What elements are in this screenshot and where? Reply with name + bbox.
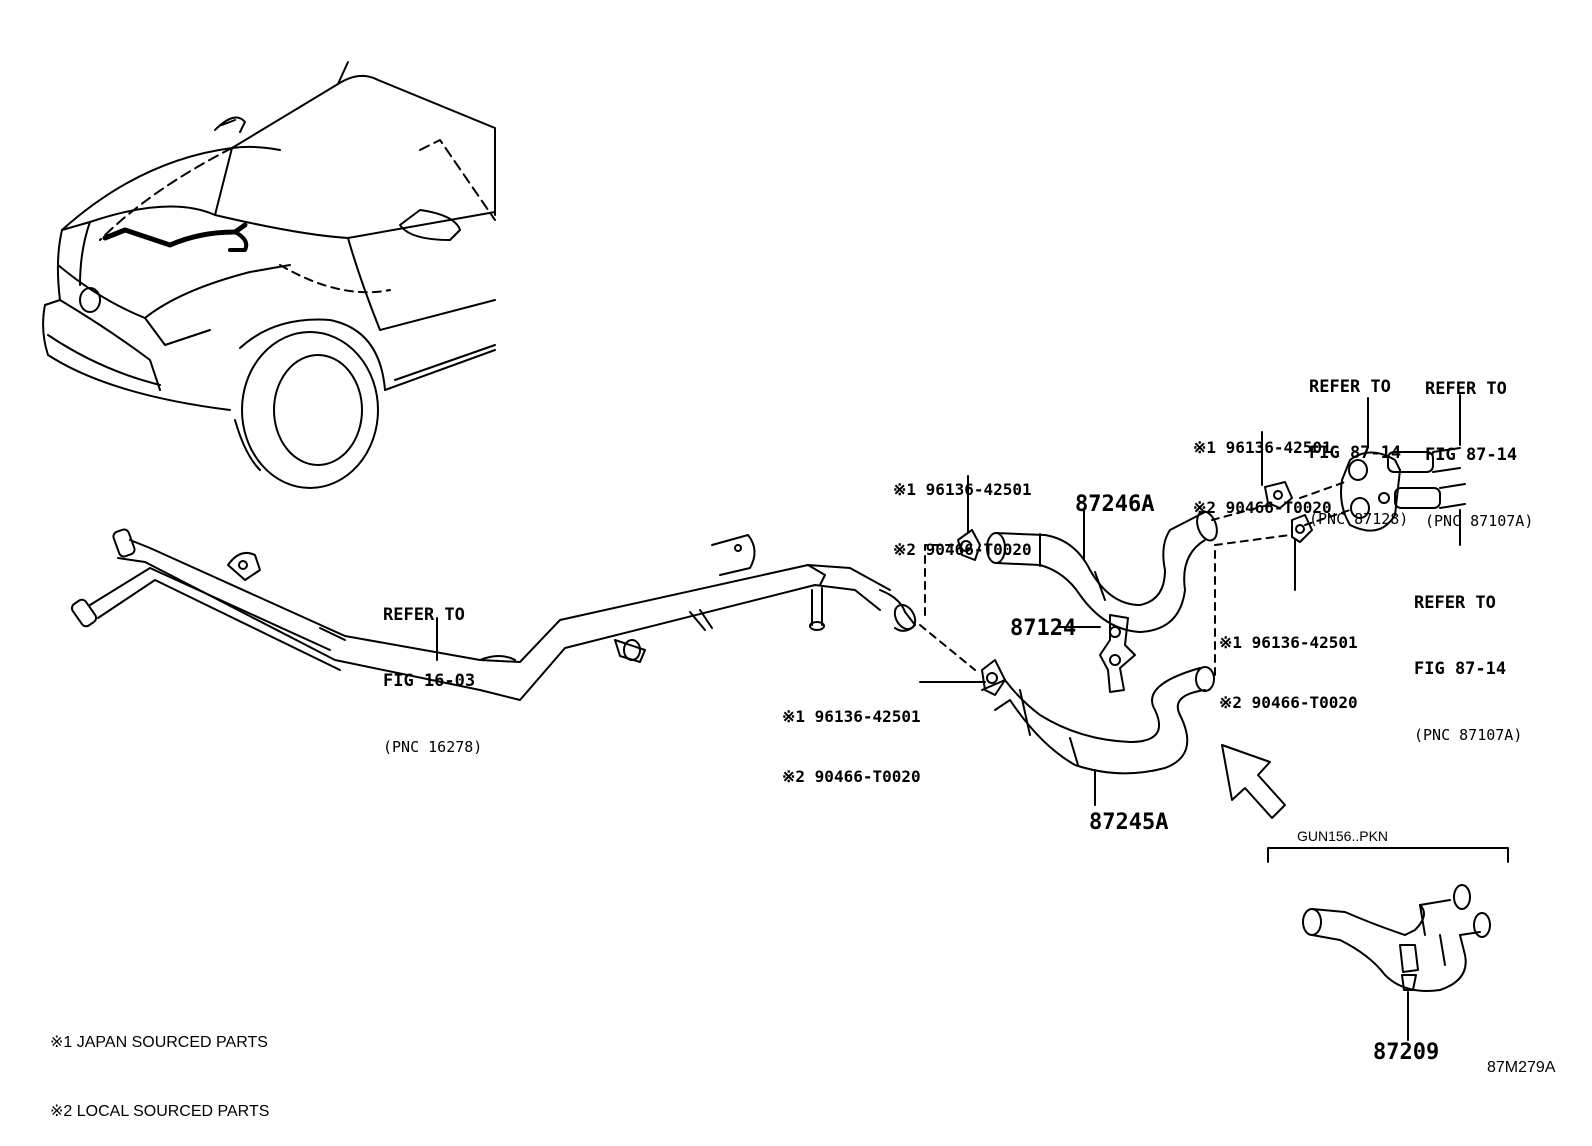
ref-pnc: (PNC 16278)	[383, 738, 483, 756]
ref-fig-87-14-pnc-87128: REFER TO FIG 87-14 (PNC 87128)	[1309, 332, 1408, 552]
fastener-line: ※2 90466-T0020	[782, 767, 921, 786]
ref-line: REFER TO	[383, 605, 465, 625]
legend-notes: ※1 JAPAN SOURCED PARTS ※2 LOCAL SOURCED …	[50, 985, 269, 1146]
part-87209: 87209	[1373, 1040, 1440, 1065]
parts-diagram	[42, 61, 1509, 1041]
grommet-assembly	[1340, 397, 1466, 546]
part-87124: 87124	[1010, 616, 1077, 641]
fastener-label-4: ※1 96136-42501 ※2 90466-T0020	[782, 667, 921, 807]
hose-87246A	[986, 509, 1218, 633]
ref-fig-16-03: REFER TO FIG 16-03 (PNC 16278)	[383, 560, 482, 780]
hose-assembly-87209	[1302, 884, 1491, 1041]
vehicle-illustration	[42, 61, 496, 489]
note-japan-sourced: ※1 JAPAN SOURCED PARTS	[50, 1034, 268, 1051]
part-87246A: 87246A	[1075, 492, 1155, 517]
fastener-label-3: ※1 96136-42501 ※2 90466-T0020	[1219, 593, 1358, 733]
fastener-line: ※1 96136-42501	[1193, 438, 1332, 457]
note-local-sourced: ※2 LOCAL SOURCED PARTS	[50, 1103, 270, 1120]
hose-87245A	[981, 666, 1215, 806]
ref-line: FIG 87-14	[1414, 659, 1507, 679]
ref-line: REFER TO	[1425, 379, 1507, 399]
fastener-line: ※1 96136-42501	[782, 707, 921, 726]
ref-line: REFER TO	[1309, 377, 1391, 397]
ref-pnc: (PNC 87128)	[1309, 510, 1409, 528]
fastener-label-2: ※1 96136-42501 ※2 90466-T0020	[1193, 398, 1332, 538]
fastener-line: ※2 90466-T0020	[893, 540, 1032, 559]
fastener-line: ※1 96136-42501	[1219, 633, 1358, 652]
view-arrow	[1221, 744, 1286, 819]
water-pipe-assembly	[70, 528, 917, 701]
fastener-line: ※2 90466-T0020	[1193, 498, 1332, 517]
variant-bracket	[1267, 847, 1509, 863]
ref-line: REFER TO	[1414, 593, 1496, 613]
ref-line: FIG 87-14	[1309, 443, 1402, 463]
dashed-leaders	[919, 481, 1351, 676]
ref-pnc: (PNC 87107A)	[1414, 726, 1523, 744]
figure-code: 87M279A	[1487, 1059, 1556, 1076]
variant-label: GUN156..PKN	[1297, 828, 1389, 844]
fastener-line: ※1 96136-42501	[893, 480, 1032, 499]
ref-fig-87-14-pnc-87107A-bottom: REFER TO FIG 87-14 (PNC 87107A)	[1414, 548, 1522, 768]
fastener-label-1: ※1 96136-42501 ※2 90466-T0020	[893, 440, 1032, 580]
ref-line: FIG 87-14	[1425, 445, 1518, 465]
ref-pnc: (PNC 87107A)	[1425, 512, 1534, 530]
part-87245A: 87245A	[1089, 810, 1169, 835]
clip-87124	[1057, 614, 1136, 693]
ref-fig-87-14-pnc-87107A-top: REFER TO FIG 87-14 (PNC 87107A)	[1425, 334, 1533, 554]
ref-line: FIG 16-03	[383, 671, 476, 691]
hose-clamps	[919, 431, 1313, 696]
fastener-line: ※2 90466-T0020	[1219, 693, 1358, 712]
